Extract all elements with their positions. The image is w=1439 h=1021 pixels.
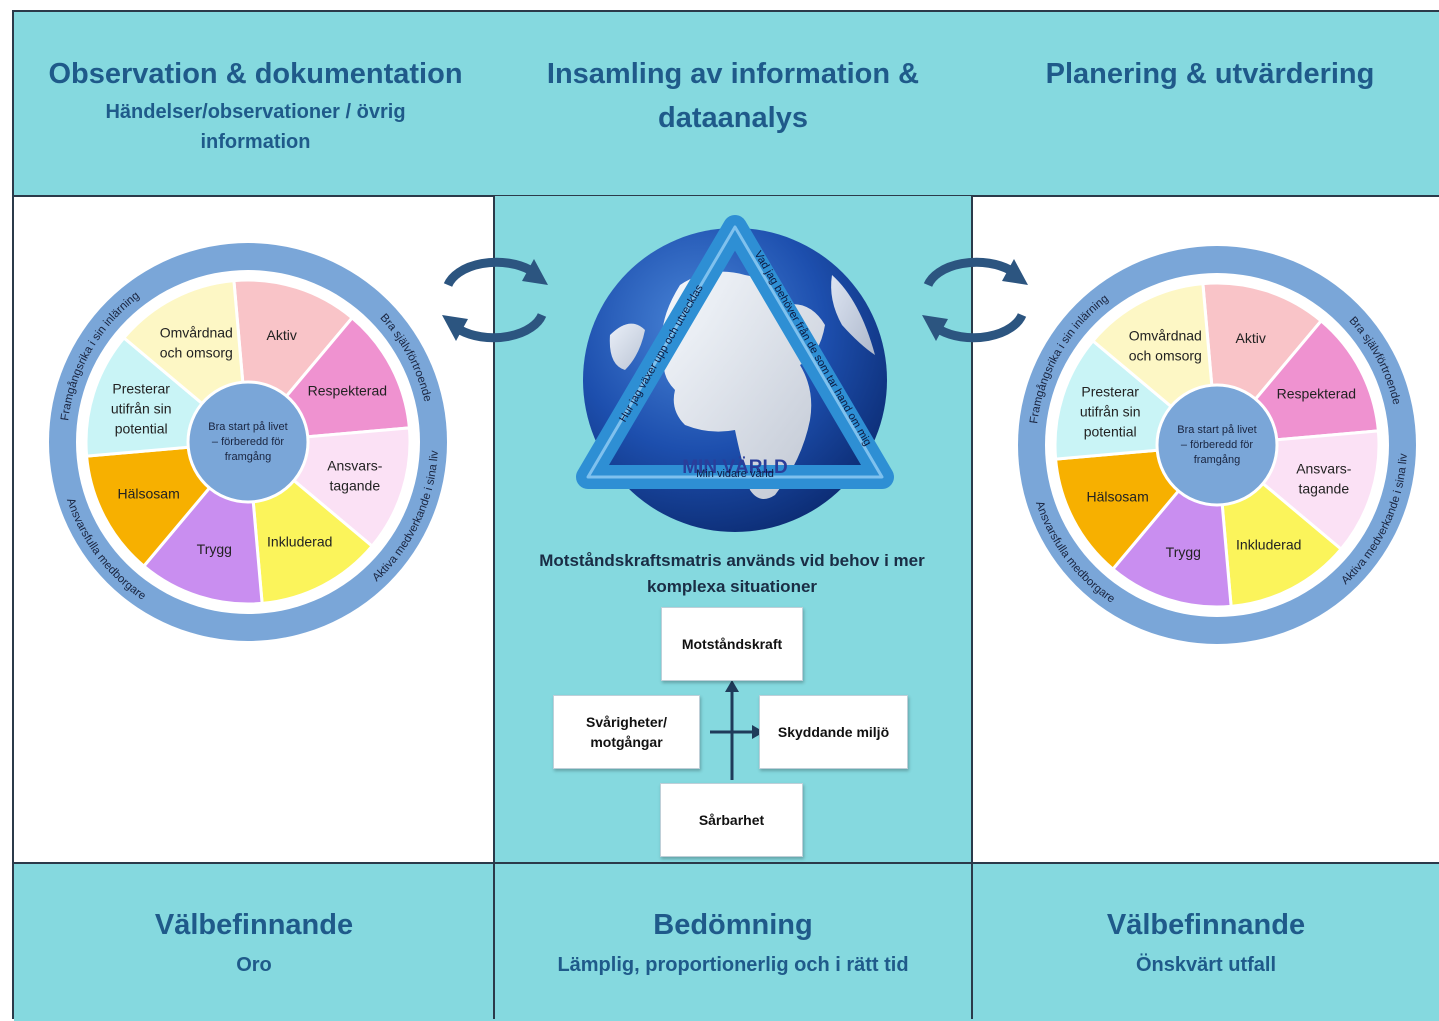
footer-title-wellbeing-concern: Välbefinnande	[154, 909, 354, 941]
wheel-segment-label: Inkluderad	[267, 533, 332, 549]
diagram-frame	[12, 10, 1439, 1019]
wheel-segment-label: Ansvars-tagande	[1296, 461, 1352, 497]
matrix-box-vulnerability: Sårbarhet	[660, 783, 803, 857]
matrix-axes	[710, 680, 764, 780]
wheel-center	[186, 380, 310, 504]
my-world-globe: MIN VÄRLD Min vidare värld Hur jag växer…	[570, 205, 900, 545]
wheel-segment-label: Trygg	[197, 541, 232, 557]
header-subtitle-observation: Händelser/observationer / övrig informat…	[105, 101, 406, 153]
wheel-center	[1155, 383, 1279, 507]
header-title-observation: Observation & dokumentation	[48, 58, 463, 90]
footer-subtitle-concern: Oro	[236, 954, 272, 976]
footer-band	[14, 862, 1439, 1021]
column-divider-right	[971, 196, 973, 1019]
header-title-planning: Planering & utvärdering	[1045, 58, 1375, 90]
matrix-box-protective-environment: Skyddande miljö	[759, 695, 908, 769]
wheel-segment-label: Trygg	[1166, 544, 1201, 560]
header-title-analysis: Insamling av information & dataanalys	[546, 58, 920, 134]
wheel-segment-label: Hälsosam	[1087, 489, 1149, 505]
wheel-segment-label: Ansvars-tagande	[327, 458, 383, 494]
column-divider-left	[493, 196, 495, 1019]
triangle-bottom-main: MIN VÄRLD	[682, 457, 788, 478]
footer-subtitle-assessment: Lämplig, proportionerlig och i rätt tid	[557, 954, 909, 976]
wheel-segment-label: Respekterad	[308, 382, 387, 398]
wheel-segment-label: Hälsosam	[118, 486, 180, 502]
wheel-segment-label: Respekterad	[1277, 385, 1356, 401]
wheel-segment-label: Aktiv	[267, 327, 297, 343]
matrix-box-resilience: Motståndskraft	[661, 607, 803, 681]
cycle-arrows-icon-left	[442, 257, 548, 343]
cycle-arrows-icon-right	[922, 257, 1028, 343]
matrix-box-adversity: Svårigheter/ motgångar	[553, 695, 700, 769]
footer-title-wellbeing-outcome: Välbefinnande	[1106, 909, 1306, 941]
wheel-segment-label: Aktiv	[1236, 330, 1266, 346]
wheel-segment-label: Inkluderad	[1236, 536, 1301, 552]
header-band	[14, 12, 1439, 197]
triangle-bottom-sub: Min vidare värld	[696, 468, 774, 480]
wellbeing-wheel-left: AktivRespekteradAnsvars-tagandeInkludera…	[49, 243, 447, 641]
footer-subtitle-outcome: Önskvärt utfall	[1135, 954, 1277, 976]
footer-title-assessment: Bedömning	[653, 909, 813, 941]
matrix-caption: Motståndskraftsmatris används vid behov …	[539, 551, 925, 596]
wellbeing-wheel-right: AktivRespekteradAnsvars-tagandeInkludera…	[1018, 246, 1416, 644]
